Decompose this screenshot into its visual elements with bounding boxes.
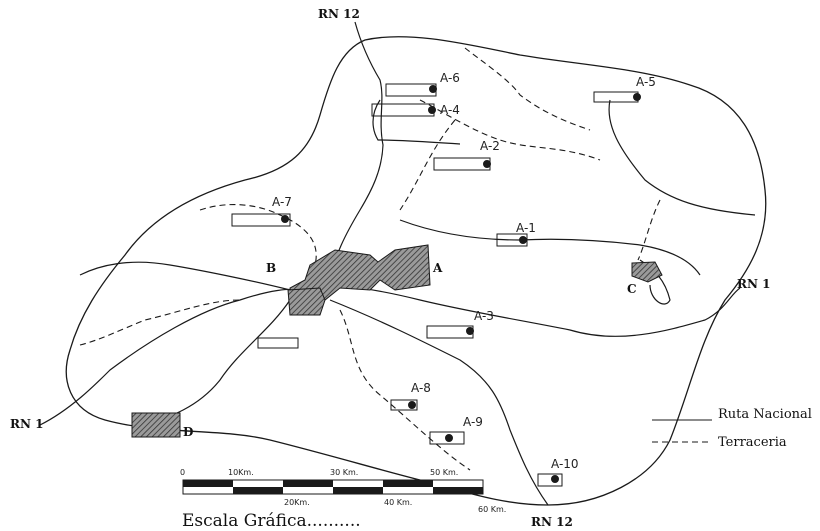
zone-a-label: A [432, 261, 443, 275]
scale-tick-60: 60 Km. [478, 505, 506, 514]
rn12-bottom-label: RN 12 [531, 515, 573, 529]
rn12-top-label: RN 12 [318, 7, 360, 21]
road-west-branch [79, 261, 291, 291]
site-a1-label: A-1 [516, 221, 536, 235]
road-center-south [329, 299, 549, 506]
rn1-west-road [39, 288, 301, 426]
site-a1-marker [496, 233, 528, 247]
road-north-loop [372, 99, 461, 145]
site-a7-marker [231, 213, 291, 227]
terraceria-north [419, 99, 601, 161]
site-a3-marker [426, 325, 474, 339]
scale-tick-50: 50 Km. [430, 468, 458, 477]
site-a10-marker [537, 473, 563, 487]
site-a8-marker [390, 399, 418, 411]
legend: Ruta Nacional Terraceria [652, 407, 812, 450]
scale-tick-20: 20Km. [284, 498, 310, 507]
zone-d [131, 412, 181, 438]
site-a6-marker [385, 83, 437, 97]
zone-b-label: B [266, 261, 276, 275]
terraceria-center-north [399, 119, 456, 211]
zone-b [287, 287, 326, 316]
rn1-left-label: RN 1 [10, 417, 43, 431]
scale-bar: 0 10Km. 30 Km. 50 Km. 20Km. 40 Km. 60 Km… [180, 468, 506, 514]
terraceria-top [464, 47, 591, 131]
sites [231, 83, 641, 487]
rn1-right-label: RN 1 [737, 277, 770, 291]
site-a7-label: A-7 [272, 195, 292, 209]
zone-c-label: C [627, 282, 637, 296]
scale-tick-40: 40 Km. [384, 498, 412, 507]
road-east-loop [608, 99, 756, 216]
site-a5-marker [593, 91, 641, 103]
terraceria-west [199, 204, 317, 266]
scale-tick-30: 30 Km. [330, 468, 358, 477]
site-a4-label: A-4 [440, 103, 460, 117]
terraceria-south [339, 309, 471, 471]
site-a3-label: A-3 [474, 309, 494, 323]
national-roads [39, 21, 756, 506]
site-a5-label: A-5 [636, 75, 656, 89]
terraceria-east [637, 199, 661, 261]
site-a9-label: A-9 [463, 415, 483, 429]
zones [131, 244, 663, 438]
site-a4-marker [371, 103, 436, 117]
site-a2-marker [433, 157, 491, 171]
site-a9-marker [429, 431, 465, 445]
site-a2-label: A-2 [480, 139, 500, 153]
road-north-east [399, 219, 701, 276]
legend-terraceria-label: Terraceria [718, 435, 787, 450]
terraceria-sw [79, 299, 241, 346]
zone-c [631, 261, 663, 283]
legend-ruta-nacional-label: Ruta Nacional [718, 407, 812, 422]
scale-title: Escala Gráfica.......... [182, 511, 361, 531]
road-b-south [134, 299, 291, 426]
zone-d-label: D [183, 425, 193, 439]
scale-tick-0: 0 [180, 468, 185, 477]
site-unlabeled-marker [257, 337, 299, 349]
site-a10-label: A-10 [551, 457, 579, 471]
rn1-east-road [304, 284, 741, 337]
site-a8-label: A-8 [411, 381, 431, 395]
scale-tick-10: 10Km. [228, 468, 254, 477]
unpaved-roads [79, 47, 661, 471]
site-a6-label: A-6 [440, 71, 460, 85]
